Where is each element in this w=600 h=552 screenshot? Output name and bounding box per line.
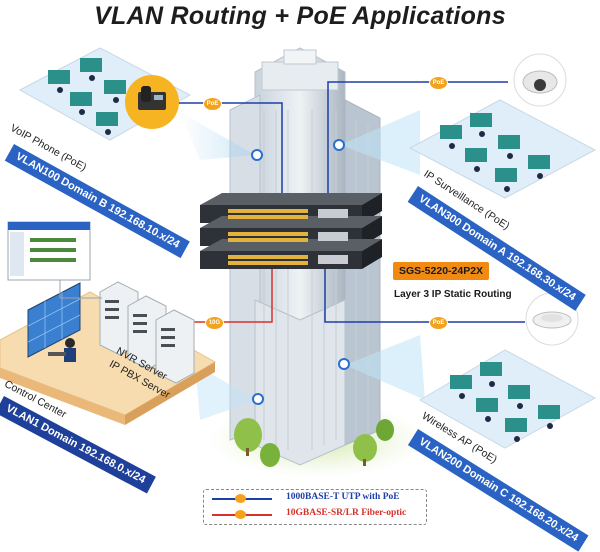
legend-utp-label: 1000BASE-T UTP with PoE — [286, 492, 400, 502]
legend-fiber-badge — [235, 510, 246, 519]
beam-origins — [251, 139, 350, 405]
fiber-badge-control: 10G — [205, 316, 224, 330]
switch-model-tag: SGS-5220-24P2X — [393, 262, 490, 280]
legend-entry-utp: 1000BASE-T UTP with PoE — [204, 491, 426, 507]
link-surveillance — [327, 81, 508, 194]
beam-surveillance — [340, 110, 420, 175]
trees — [234, 418, 394, 467]
control-center — [0, 281, 217, 425]
ip-camera-icon — [513, 53, 567, 107]
legend-poe-badge — [235, 494, 246, 503]
beam-wireless — [345, 335, 425, 400]
switch-stack — [200, 193, 382, 269]
legend-entry-fiber: 10GBASE-SR/LR Fiber-optic — [204, 507, 426, 523]
network-illustration — [0, 47, 597, 478]
beam-voip — [180, 112, 255, 160]
poe-badge-wireless: PoE — [429, 316, 448, 330]
server-racks — [99, 281, 195, 384]
management-ui-screenshot — [7, 221, 102, 299]
tower-windows — [263, 110, 369, 450]
legend-fiber-label: 10GBASE-SR/LR Fiber-optic — [286, 508, 407, 518]
video-wall — [27, 282, 81, 358]
beam-control — [195, 365, 258, 420]
access-point-icon — [525, 292, 579, 346]
switch-function-label: Layer 3 IP Static Routing — [394, 289, 512, 300]
switch-sfp-ports — [318, 209, 348, 264]
legend: 1000BASE-T UTP with PoE 10GBASE-SR/LR Fi… — [203, 489, 427, 525]
poe-badge-voip: PoE — [203, 97, 222, 111]
office-surveillance — [408, 99, 597, 199]
page-title: VLAN Routing + PoE Applications — [94, 2, 506, 30]
poe-badge-surveillance: PoE — [429, 76, 448, 90]
switch-ports — [228, 209, 308, 265]
ip-phone-icon — [125, 75, 179, 129]
operator — [48, 338, 76, 362]
link-wireless — [324, 262, 525, 323]
office-wireless — [418, 349, 597, 449]
